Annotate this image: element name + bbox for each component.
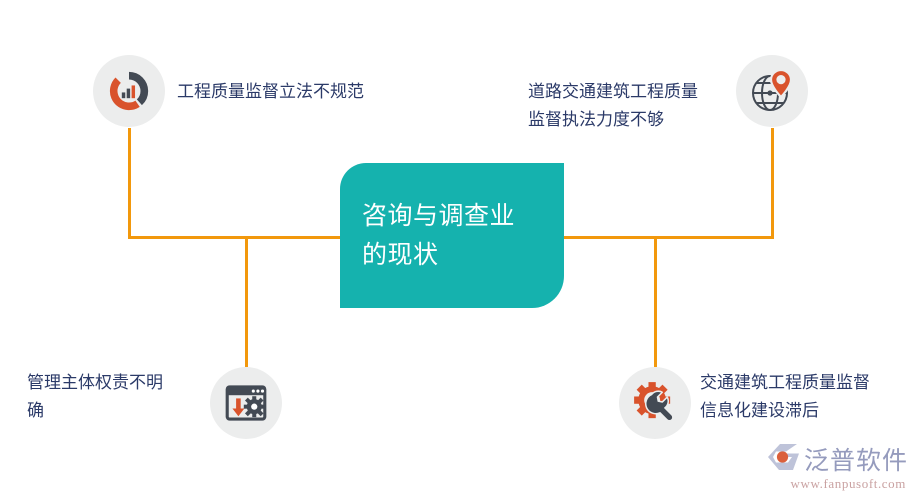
node-label-top-left: 工程质量监督立法不规范 <box>177 82 364 101</box>
donut-bar-chart-icon <box>106 68 152 114</box>
connector-top-left-branch <box>128 128 131 239</box>
center-node-label: 咨询与调查业 的现状 <box>362 201 516 269</box>
center-node[interactable]: 咨询与调查业 的现状 <box>340 163 564 308</box>
connector-left-trunk <box>128 236 342 239</box>
browser-download-settings-icon <box>224 381 268 425</box>
connector-right-trunk <box>562 236 774 239</box>
watermark-row: 泛普软件 <box>766 441 908 477</box>
connector-top-right-branch <box>771 128 774 239</box>
node-icon-top-left[interactable] <box>93 55 165 127</box>
connector-bottom-left-branch <box>245 236 248 367</box>
node-label-top-right: 道路交通建筑工程质量 监督执法力度不够 <box>528 82 698 129</box>
watermark-brand: 泛普软件 <box>803 447 908 475</box>
connector-bottom-right-branch <box>654 236 657 367</box>
watermark: 泛普软件 www.fanpusoft.com <box>766 441 908 492</box>
globe-location-pin-icon <box>748 67 796 115</box>
node-icon-bottom-right[interactable] <box>619 367 691 439</box>
node-icon-bottom-left[interactable] <box>210 367 282 439</box>
fanpu-logo-icon <box>766 442 800 477</box>
node-label-bottom-left: 管理主体权责不明 确 <box>27 373 163 420</box>
node-icon-top-right[interactable] <box>736 55 808 127</box>
gear-wrench-icon <box>632 380 678 426</box>
watermark-url: www.fanpusoft.com <box>790 476 906 491</box>
node-label-bottom-right: 交通建筑工程质量监督 信息化建设滞后 <box>700 373 870 420</box>
